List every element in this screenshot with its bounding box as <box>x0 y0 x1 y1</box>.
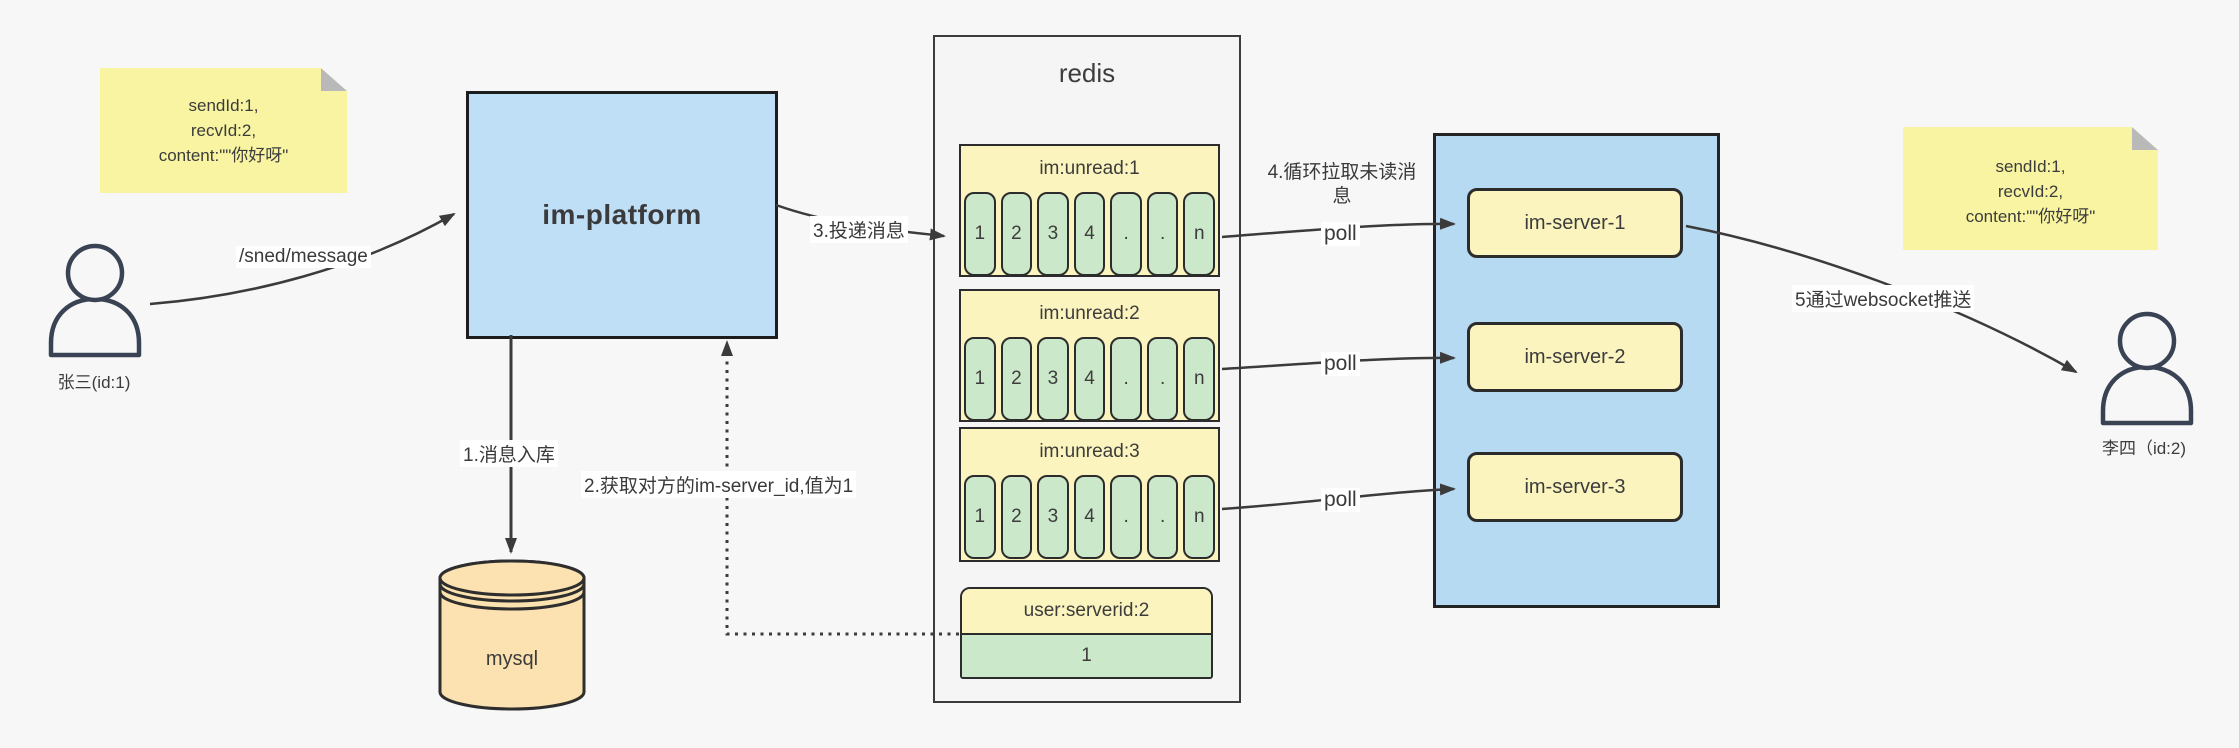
edge-label-poll-3: poll <box>1321 488 1360 512</box>
queue-cell: 4 <box>1073 475 1106 559</box>
queue-cell: . <box>1146 337 1179 421</box>
queue-cell: 2 <box>1000 337 1033 421</box>
edge-label-deliver: 3.投递消息 <box>810 216 908 243</box>
queue-cell: 3 <box>1037 337 1069 421</box>
im-server-1-node: im-server-1 <box>1467 188 1683 258</box>
edge-label-pull: 4.循环拉取未读消息 <box>1267 162 1417 207</box>
queue-cell: . <box>1110 192 1142 276</box>
note-line: content:""你好呀" <box>158 146 289 165</box>
im-server-3-node: im-server-3 <box>1467 452 1683 522</box>
kv-key: user:serverid:2 <box>962 589 1211 633</box>
queue-cell: . <box>1146 475 1179 559</box>
note-fold-icon <box>321 68 347 91</box>
redis-queue-unread-3: im:unread:3 1 2 3 4 . . n <box>959 427 1220 562</box>
receiver-label: 李四（id:2) <box>2101 439 2187 458</box>
edge-label-store: 1.消息入库 <box>460 440 558 467</box>
redis-user-serverid-entry: user:serverid:2 1 <box>960 587 1213 679</box>
sticky-note-sender: sendId:1, recvId:2, content:""你好呀" <box>100 68 347 193</box>
kv-value: 1 <box>962 633 1211 677</box>
queue-cell: 3 <box>1037 475 1069 559</box>
queue-cell: n <box>1183 475 1216 559</box>
queue-cells: 1 2 3 4 . . n <box>961 475 1218 559</box>
note-line: sendId:1, <box>1995 157 2066 176</box>
edge-label-send: /sned/message <box>236 246 371 268</box>
queue-cell: 2 <box>1000 192 1033 276</box>
im-server-2-node: im-server-2 <box>1467 322 1683 392</box>
note-line: sendId:1, <box>188 96 259 115</box>
im-platform-label: im-platform <box>542 199 702 230</box>
sender-label: 张三(id:1) <box>57 373 131 392</box>
queue-cell: . <box>1110 337 1142 421</box>
queue-name: im:unread:3 <box>1039 441 1140 462</box>
edge-label-poll-2: poll <box>1321 352 1360 376</box>
edge-label-poll-1: poll <box>1321 222 1360 246</box>
note-line: recvId:2, <box>190 121 257 140</box>
queue-cell: 1 <box>964 475 996 559</box>
queue-name: im:unread:2 <box>1039 303 1140 324</box>
queue-cell: 1 <box>964 337 996 421</box>
redis-title: redis <box>1058 58 1116 88</box>
edge-label-lookup: 2.获取对方的im-server_id,值为1 <box>581 471 857 498</box>
person-receiver-icon <box>2090 310 2204 426</box>
edge-label-push: 5通过websocket推送 <box>1792 285 1975 312</box>
queue-cell: 3 <box>1037 192 1069 276</box>
note-line: content:""你好呀" <box>1965 207 2096 226</box>
redis-queue-unread-1: im:unread:1 1 2 3 4 . . n <box>959 144 1220 277</box>
sticky-note-receiver: sendId:1, recvId:2, content:""你好呀" <box>1903 127 2158 250</box>
mysql-label: mysql <box>485 648 539 670</box>
queue-name: im:unread:1 <box>1039 158 1140 179</box>
queue-cell: 4 <box>1073 192 1106 276</box>
note-line: recvId:2, <box>1997 182 2064 201</box>
queue-cell: . <box>1110 475 1142 559</box>
queue-cell: . <box>1146 192 1179 276</box>
im-platform-node: im-platform <box>466 91 778 339</box>
queue-cell: n <box>1183 337 1216 421</box>
person-sender-icon <box>38 242 152 358</box>
queue-cell: n <box>1183 192 1216 276</box>
queue-cell: 4 <box>1073 337 1106 421</box>
mysql-database-icon <box>437 558 587 714</box>
queue-cells: 1 2 3 4 . . n <box>961 192 1218 276</box>
queue-cell: 2 <box>1000 475 1033 559</box>
queue-cell: 1 <box>964 192 996 276</box>
redis-queue-unread-2: im:unread:2 1 2 3 4 . . n <box>959 289 1220 422</box>
note-fold-icon <box>2132 127 2158 150</box>
queue-cells: 1 2 3 4 . . n <box>961 337 1218 421</box>
